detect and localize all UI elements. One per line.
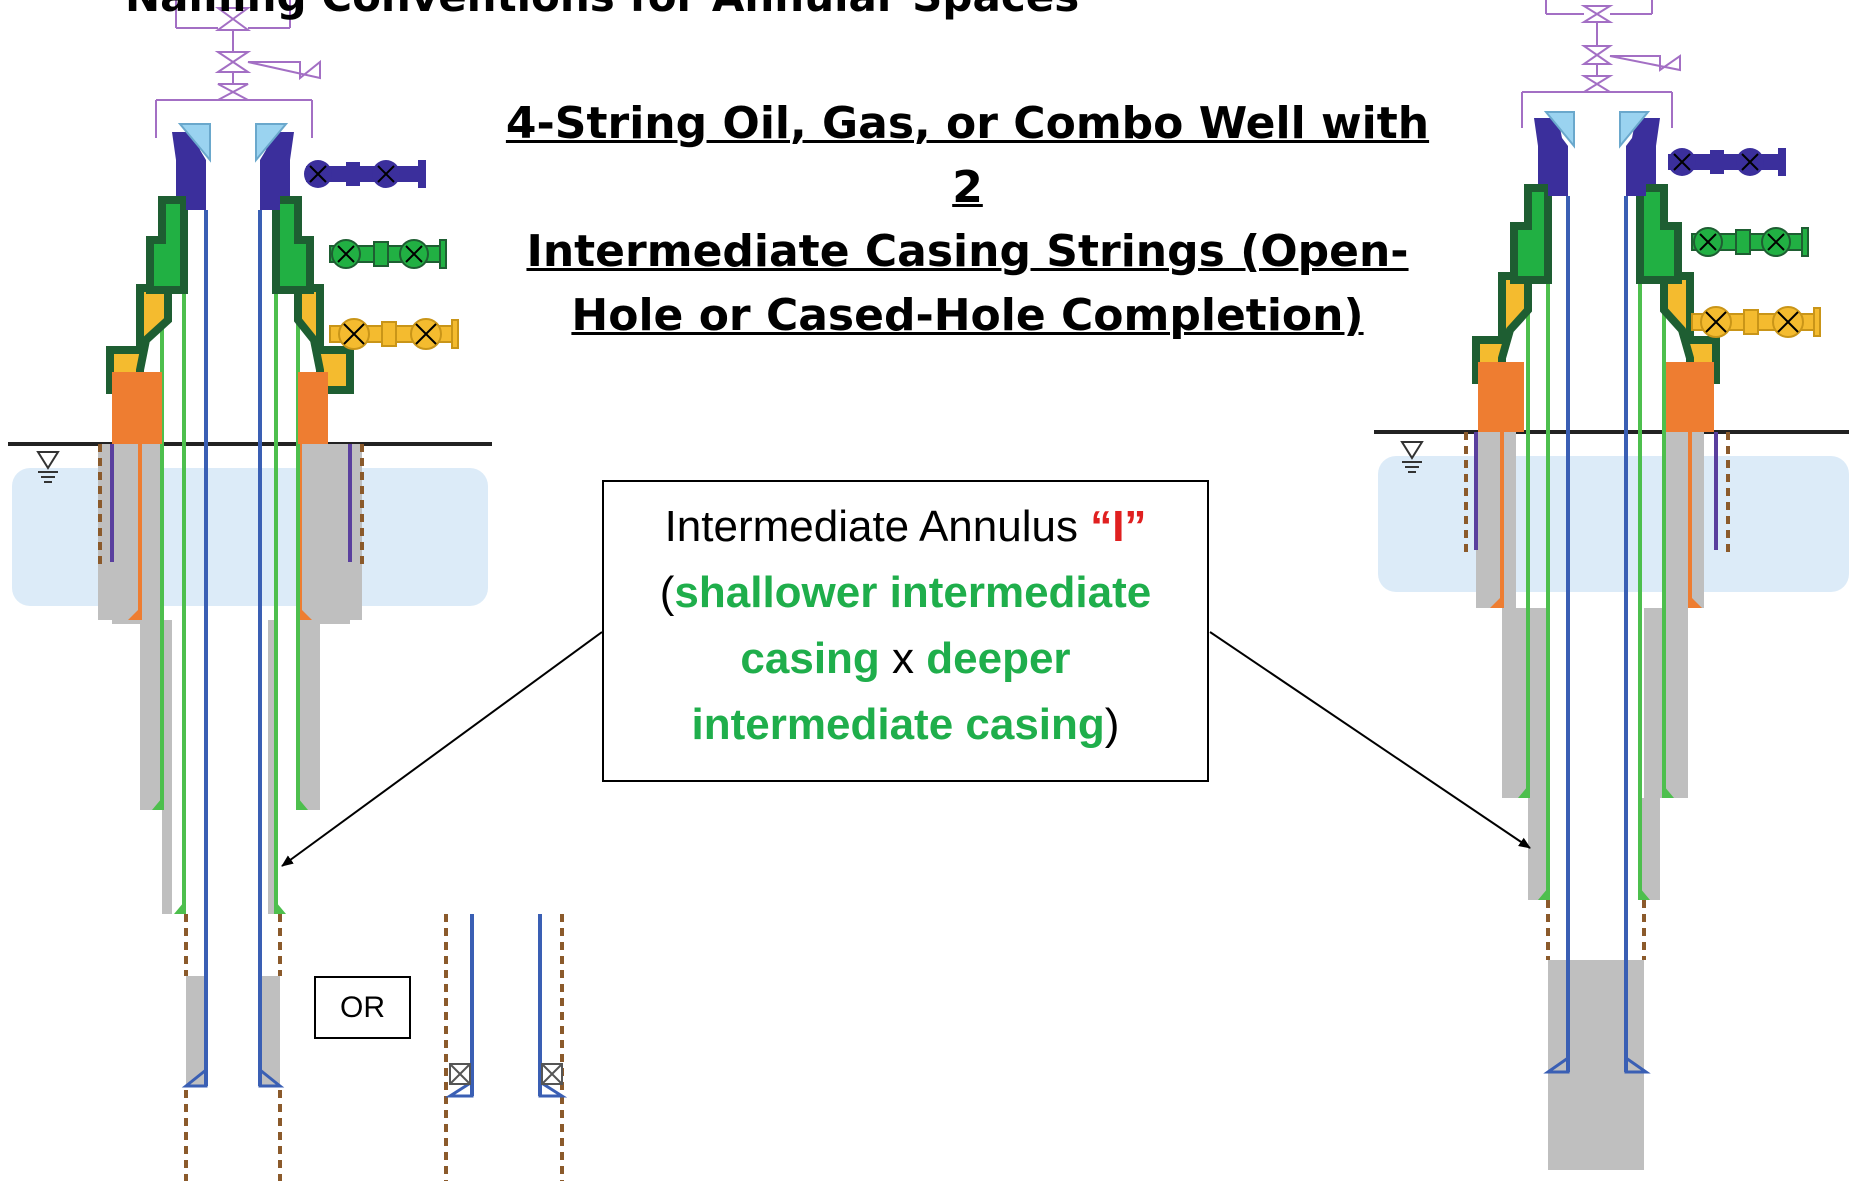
water-table-icon <box>1400 441 1424 473</box>
or-label: OR <box>314 976 411 1039</box>
deep-intermediate-casing <box>182 280 278 914</box>
callout-open-paren: ( <box>659 568 675 617</box>
aquifer-band <box>12 468 488 606</box>
valve-icon <box>329 239 447 269</box>
pointer-arrow-icon <box>281 631 603 867</box>
cased-hole-alternative <box>444 914 568 1181</box>
deep-casing-label-cont: intermediate casing <box>691 700 1105 749</box>
christmas-tree <box>1521 0 1681 128</box>
callout-close-paren: ) <box>1104 700 1120 749</box>
christmas-tree <box>155 0 321 138</box>
diagram-title-line: Hole or Cased-Hole Completion) <box>571 290 1364 341</box>
water-table-icon <box>36 451 60 483</box>
annulus-callout: Intermediate Annulus “I” (shallower inte… <box>602 480 1209 782</box>
diagram-title-line: 4-String Oil, Gas, or Combo Well with 2 <box>505 98 1430 213</box>
right-well <box>1374 0 1849 1170</box>
diagram-title: 4-String Oil, Gas, or Combo Well with 2 … <box>500 92 1435 348</box>
intermediate-head <box>146 196 188 294</box>
pointer-arrow-icon <box>1209 631 1531 849</box>
left-well <box>8 0 492 1181</box>
page-title: Naming Conventions for Annular Spaces <box>125 0 1079 21</box>
shallow-intermediate-shoe <box>152 798 308 810</box>
conductor-casing <box>110 444 352 562</box>
valve-icon <box>304 160 426 188</box>
valve-icon <box>1668 148 1786 176</box>
production-casing <box>204 210 262 1086</box>
callout-separator: x <box>879 634 927 683</box>
valve-icon <box>1691 306 1821 338</box>
conductor-hole <box>1464 432 1730 552</box>
wellhead <box>1472 111 1720 432</box>
open-hole <box>184 914 282 1181</box>
cement <box>98 444 362 1086</box>
valve-icon <box>329 318 459 350</box>
conductor-casing <box>1474 432 1718 550</box>
shallow-intermediate-casing <box>1526 270 1666 798</box>
production-shoe <box>181 1066 285 1088</box>
shallow-intermediate-casing <box>160 280 300 810</box>
tubing-head <box>172 132 206 210</box>
conductor-hole <box>98 444 364 564</box>
tubing-hanger <box>177 123 289 163</box>
wellhead <box>106 123 354 444</box>
shallow-casing-label-cont: casing <box>740 634 880 683</box>
aquifer-band <box>1378 456 1849 592</box>
annulus-letter: “I” <box>1090 502 1147 551</box>
valve-icon <box>1691 227 1809 257</box>
deep-casing-label: deeper <box>926 634 1071 683</box>
diagram-title-line: Intermediate Casing Strings (Open- <box>526 226 1409 277</box>
packer-icon <box>449 1063 563 1085</box>
deep-intermediate-casing <box>1546 270 1642 900</box>
callout-prefix: Intermediate Annulus <box>664 502 1091 551</box>
open-hole <box>1546 900 1646 960</box>
production-casing <box>1566 196 1628 1072</box>
shallow-casing-label: shallower intermediate <box>674 568 1152 617</box>
